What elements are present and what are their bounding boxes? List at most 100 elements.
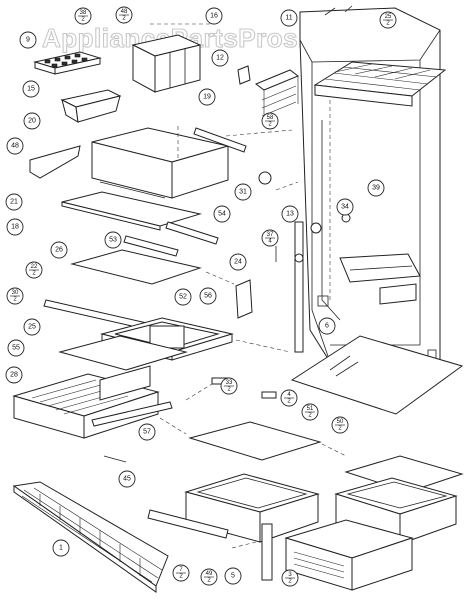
callout-quantity: 2: [179, 574, 183, 580]
callout-c31: 31: [234, 183, 252, 201]
callout-number: 45: [123, 476, 131, 483]
callout-number: 21: [10, 199, 18, 206]
callout-number: 7: [179, 567, 183, 573]
bracket-5: [261, 523, 273, 581]
callout-c15: 15: [22, 80, 40, 98]
callout-c48top: 482: [115, 6, 133, 24]
callout-c56: 56: [199, 287, 217, 305]
callout-c3: 32: [281, 569, 299, 587]
callout-circle: [280, 9, 298, 27]
callout-number: 6: [325, 323, 329, 330]
callout-c34: 34: [336, 198, 354, 216]
callout-circle: [318, 317, 336, 335]
clip-4: [261, 391, 277, 399]
deli-drawer: [12, 335, 188, 439]
callout-c45: 45: [118, 470, 136, 488]
callout-number: 30: [12, 290, 19, 296]
part-45: [103, 455, 127, 463]
callout-c51: 512: [301, 403, 319, 421]
crisper-drawer-right: [334, 455, 464, 545]
callout-c25: 25: [23, 318, 41, 336]
callout-c6: 6: [318, 317, 336, 335]
callout-circle: [5, 366, 23, 384]
callout-c1: 1: [52, 539, 70, 557]
knob-31: [258, 171, 272, 185]
callout-circle: [19, 31, 37, 49]
callout-c13: 13: [281, 205, 299, 223]
callout-c37: 374: [261, 229, 279, 247]
callout-circle: [198, 88, 216, 106]
callout-c52: 52: [174, 288, 192, 306]
callout-quantity: 2: [32, 271, 36, 277]
callout-number: 25: [28, 324, 36, 331]
callout-number: 24: [234, 259, 242, 266]
callout-c38: 382: [74, 7, 92, 25]
callout-c53: 53: [104, 231, 122, 249]
grille-1: [12, 481, 169, 593]
callout-number: 39: [372, 185, 380, 192]
callout-circle: [211, 49, 229, 67]
callout-c50: 502: [331, 416, 349, 434]
callout-quantity: 2: [13, 297, 17, 303]
callout-number: 15: [27, 86, 35, 93]
callout-circle: [5, 193, 23, 211]
bottom-drawer-3: [284, 519, 414, 591]
callout-number: 25: [385, 14, 392, 20]
assembly-guide-lines: [150, 23, 347, 549]
callout-c11: 11: [280, 9, 298, 27]
callout-number: 1: [59, 545, 63, 552]
callout-number: 50: [337, 419, 344, 425]
freezer-basket: [60, 89, 122, 123]
callout-quantity: 2: [308, 413, 312, 419]
callout-c25top: 252: [379, 11, 397, 29]
callout-circle: [234, 183, 252, 201]
callout-number: 48: [121, 9, 128, 15]
callout-circle: [7, 339, 25, 357]
callout-number: 37: [267, 232, 274, 238]
callout-number: 33: [226, 380, 233, 386]
wire-guard: [254, 69, 300, 118]
rail-54: [165, 221, 219, 245]
callout-c24: 24: [229, 253, 247, 271]
freezer-wire-shelf: [313, 61, 447, 107]
callout-circle: [6, 218, 24, 236]
callout-c5: 5: [224, 567, 242, 585]
callout-circle: [23, 112, 41, 130]
callout-quantity: 2: [122, 16, 126, 22]
callout-number: 31: [239, 189, 247, 196]
callout-circle: [174, 288, 192, 306]
callout-c58: 582: [261, 112, 279, 130]
callout-number: 5: [231, 573, 235, 580]
glass-shelf-18: [61, 191, 202, 231]
callout-c48: 48: [6, 137, 24, 155]
callout-c33: 332: [220, 377, 238, 395]
callout-circle: [23, 318, 41, 336]
callout-number: 3: [288, 572, 292, 578]
callout-circle: [205, 7, 223, 25]
callout-c12: 12: [211, 49, 229, 67]
callout-quantity: 2: [338, 426, 342, 432]
glass-cover-6: [290, 335, 464, 415]
callout-number: 51: [307, 406, 314, 412]
callout-number: 54: [218, 211, 226, 218]
callout-circle: [50, 241, 68, 259]
callout-number: 18: [11, 224, 19, 231]
callout-circle: [118, 470, 136, 488]
rail-53: [123, 235, 179, 257]
callout-quantity: 2: [207, 578, 211, 584]
callout-c9: 9: [19, 31, 37, 49]
callout-number: 55: [12, 345, 20, 352]
rail-7: [147, 509, 229, 539]
callout-circle: [199, 287, 217, 305]
callout-c4: 42: [280, 389, 298, 407]
callout-number: 12: [216, 55, 224, 62]
callout-c16: 16: [205, 7, 223, 25]
callout-circle: [22, 80, 40, 98]
bracket-24: [235, 279, 253, 319]
callout-number: 26: [55, 247, 63, 254]
callout-number: 9: [26, 37, 30, 44]
side-bracket-48: [29, 145, 81, 179]
callout-circle: [281, 205, 299, 223]
callout-c7: 72: [172, 564, 190, 582]
